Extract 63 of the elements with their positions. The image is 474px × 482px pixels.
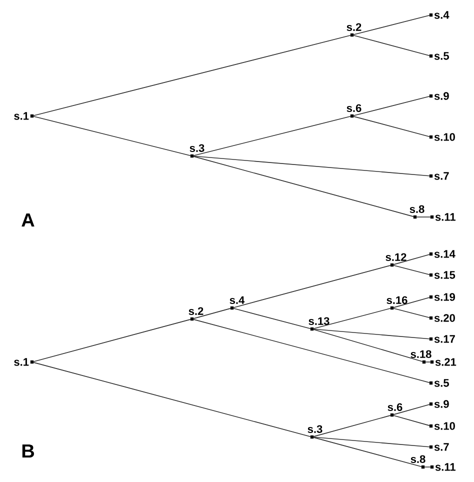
branch-line bbox=[353, 116, 430, 137]
panel-label: A bbox=[22, 213, 34, 227]
node-label: s.17 bbox=[434, 335, 455, 343]
node-label: s.11 bbox=[435, 213, 456, 221]
branch-line bbox=[193, 156, 430, 176]
branch-line bbox=[313, 328, 430, 340]
node-label: s.7 bbox=[434, 172, 449, 180]
node-label: s.10 bbox=[434, 422, 455, 430]
branch-line bbox=[193, 116, 351, 156]
node-label: s.2 bbox=[188, 307, 204, 315]
branch-line bbox=[193, 308, 231, 319]
node-label: s.4 bbox=[230, 296, 245, 304]
branch-line bbox=[393, 265, 430, 275]
branch-line bbox=[353, 96, 430, 116]
node-label: s.5 bbox=[434, 379, 449, 387]
node-label: s.3 bbox=[308, 425, 322, 433]
panel-label: B bbox=[22, 444, 34, 458]
node-label: s.12 bbox=[386, 253, 406, 261]
node-label: s.14 bbox=[434, 250, 456, 258]
node-label: s.10 bbox=[434, 133, 455, 141]
branch-line bbox=[353, 15, 430, 35]
branch-line bbox=[313, 437, 422, 467]
branch-line bbox=[313, 308, 391, 329]
node-label: s.2 bbox=[346, 23, 362, 31]
branch-line bbox=[33, 362, 311, 437]
branch-line bbox=[393, 415, 430, 426]
branch-line bbox=[416, 216, 431, 218]
node-label: s.3 bbox=[190, 144, 204, 152]
node-label: s.8 bbox=[410, 205, 424, 213]
branch-line bbox=[424, 466, 431, 468]
branch-line bbox=[233, 308, 311, 329]
branch-line bbox=[233, 265, 391, 308]
branch-line bbox=[313, 329, 423, 362]
branch-line bbox=[33, 116, 191, 156]
node-label: s.21 bbox=[435, 358, 456, 366]
branch-line bbox=[393, 254, 430, 265]
node-label: s.7 bbox=[434, 443, 449, 451]
node-label: s.6 bbox=[346, 104, 362, 112]
node-label: s.9 bbox=[434, 400, 449, 408]
node-label: s.6 bbox=[388, 403, 402, 411]
branch-line bbox=[393, 308, 430, 318]
branch-line bbox=[353, 35, 430, 56]
node-label: s.19 bbox=[434, 293, 455, 301]
branch-line bbox=[313, 415, 391, 437]
branch-line bbox=[313, 436, 430, 448]
branch-line bbox=[33, 35, 351, 116]
node-label: s.18 bbox=[410, 350, 432, 358]
branch-line bbox=[193, 319, 430, 383]
node-label: s.1 bbox=[14, 112, 29, 120]
node-label: s.13 bbox=[308, 317, 330, 325]
node-label: s.20 bbox=[434, 314, 455, 322]
node-label: s.1 bbox=[14, 358, 29, 366]
node-label: s.9 bbox=[434, 92, 449, 100]
node-label: s.4 bbox=[434, 11, 450, 19]
node-label: s.11 bbox=[435, 463, 456, 471]
branch-line bbox=[33, 319, 191, 362]
node-label: s.8 bbox=[410, 455, 426, 463]
node-label: s.5 bbox=[434, 52, 449, 60]
branch-line bbox=[393, 404, 430, 415]
branch-line bbox=[193, 156, 414, 217]
node-label: s.16 bbox=[386, 296, 408, 304]
branch-line bbox=[393, 297, 430, 308]
node-label: s.15 bbox=[434, 271, 456, 279]
